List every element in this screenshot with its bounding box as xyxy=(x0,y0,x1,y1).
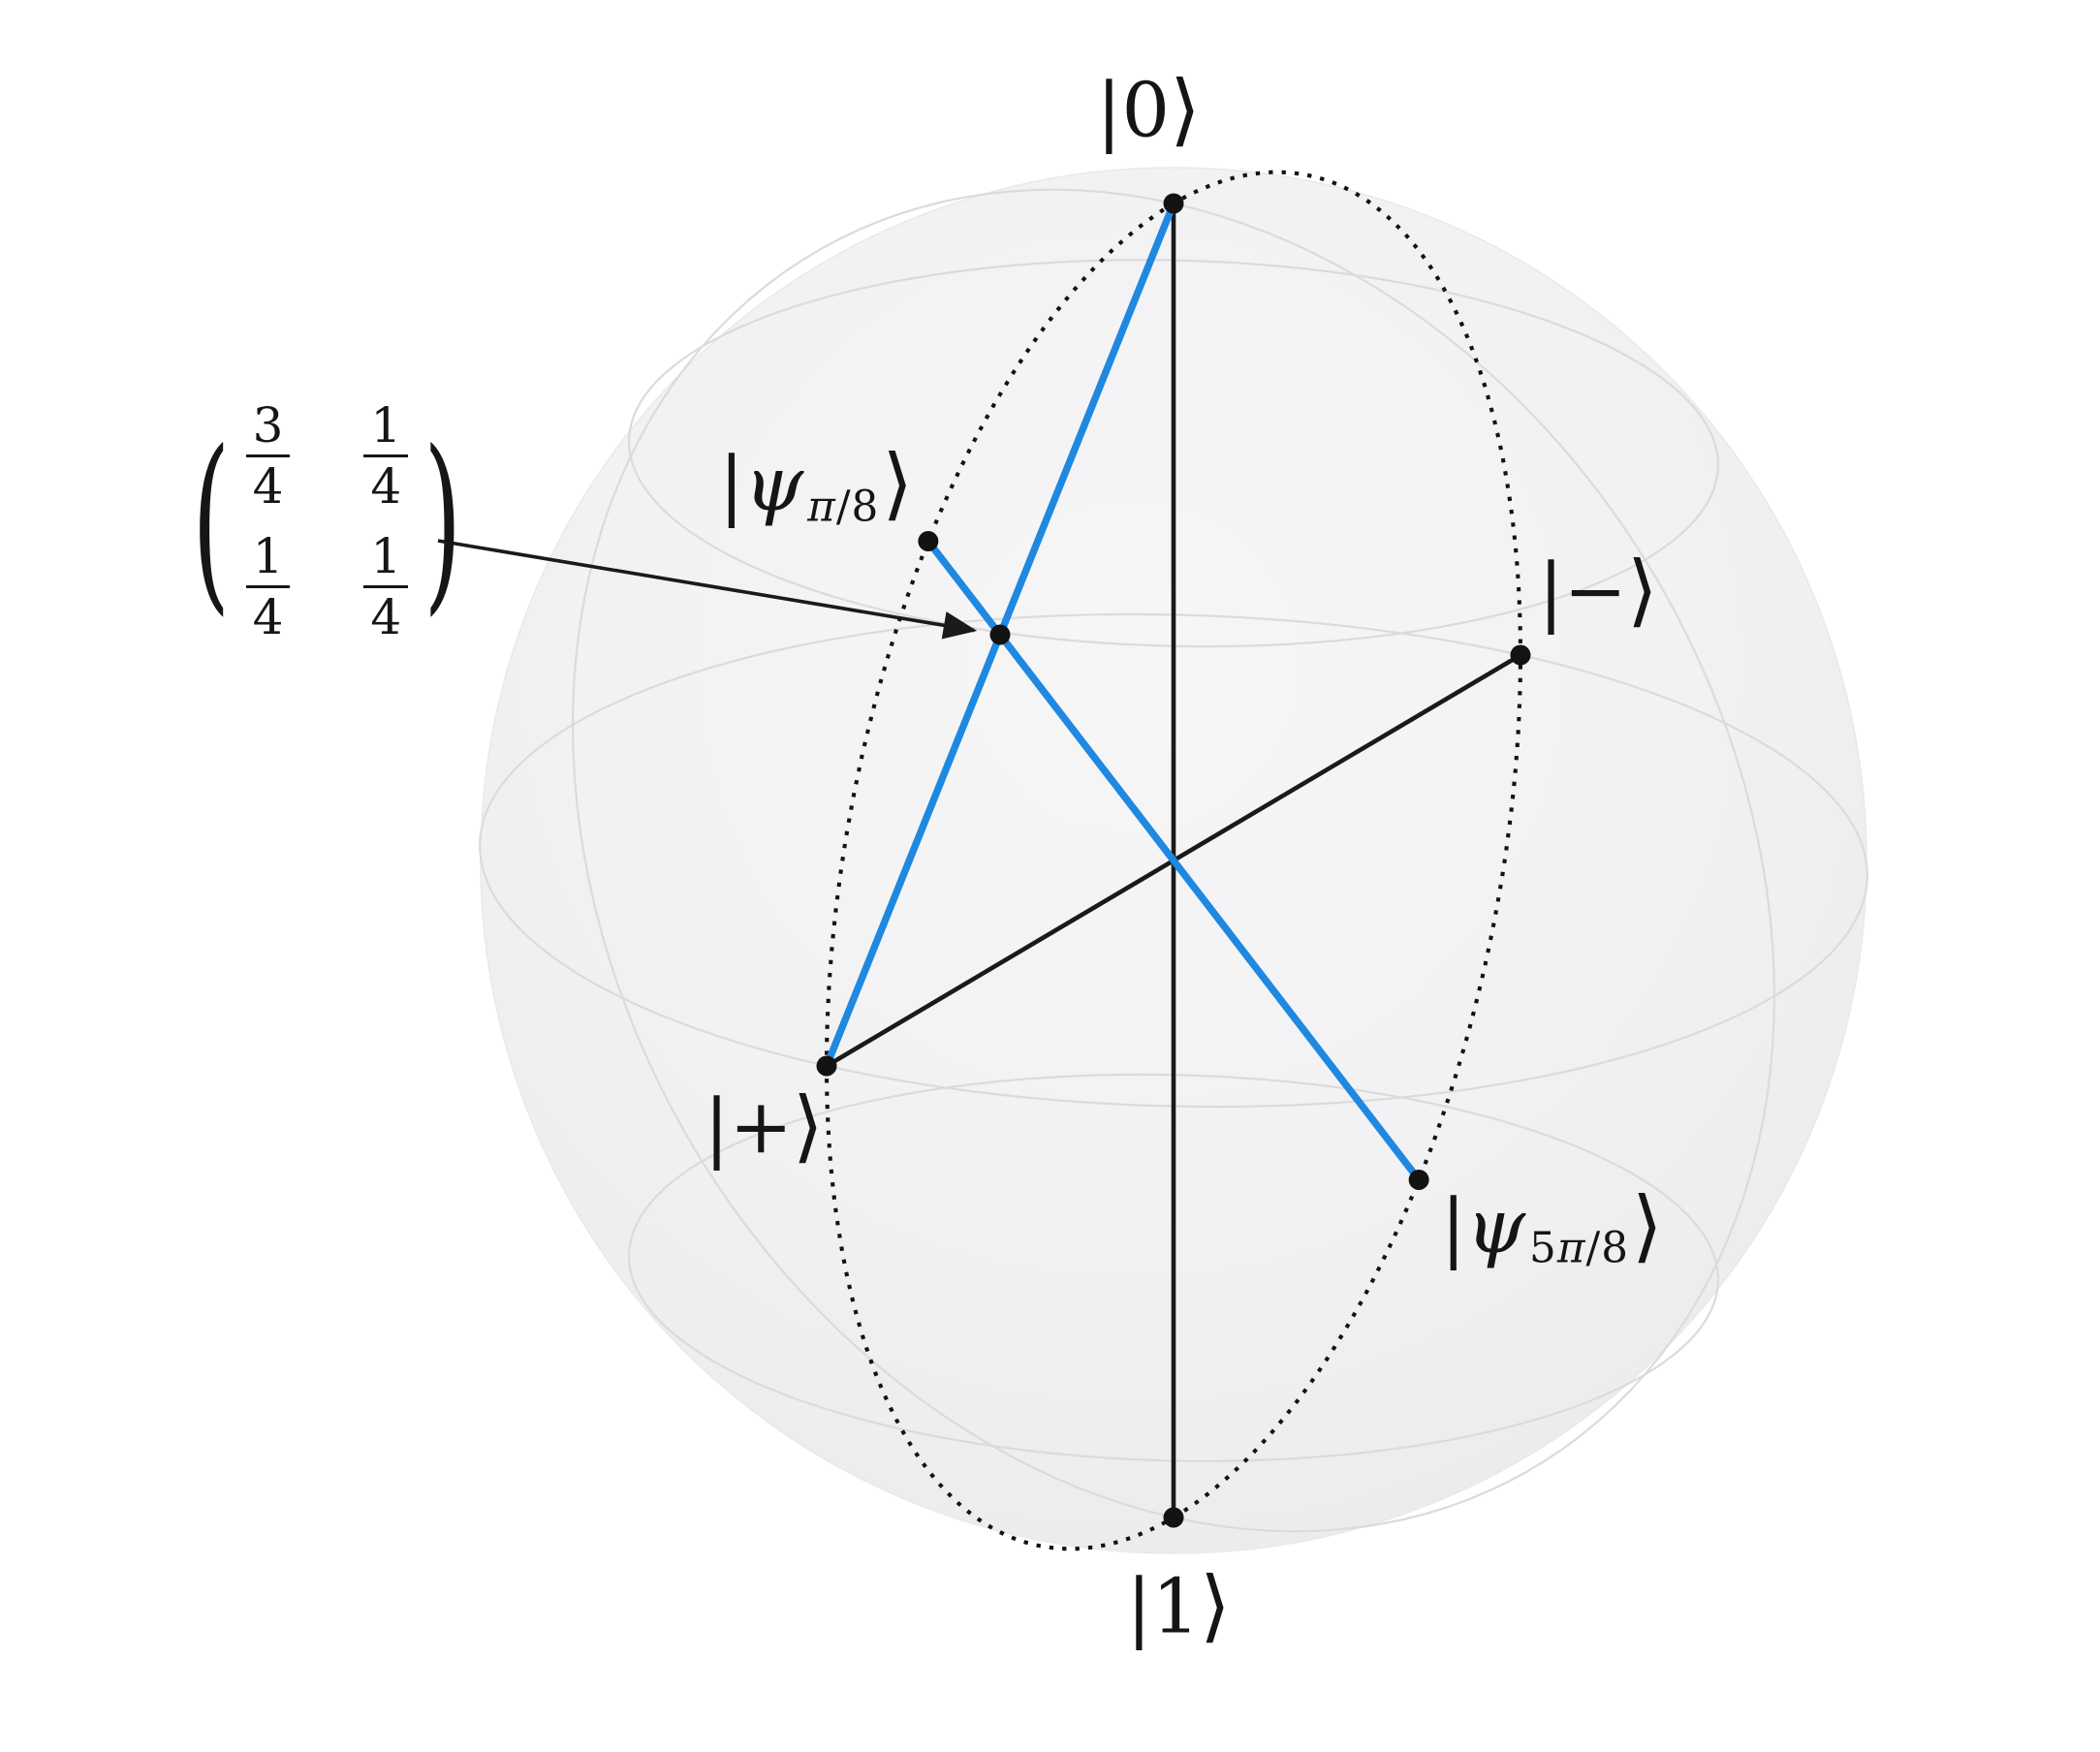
upper-latitude-ellipse xyxy=(627,259,1720,648)
matrix-entry-11-numerator: 1 xyxy=(370,528,402,584)
matrix-entry-10: 1 4 xyxy=(245,528,291,641)
state-dot-psi-5pi-8 xyxy=(1408,1170,1429,1191)
density-matrix-grid: 3 4 1 4 1 4 1 4 xyxy=(245,397,409,641)
matrix-paren-left: ( xyxy=(192,409,231,633)
state-dot-minus xyxy=(1510,644,1531,666)
matrix-entry-01: 1 4 xyxy=(363,397,409,511)
matrix-paren-right: ) xyxy=(423,409,462,633)
mixture-line-psi-pi-8-psi-5pi-8 xyxy=(925,537,1423,1184)
state-dot-one xyxy=(1163,1507,1184,1528)
lower-latitude-ellipse xyxy=(627,1073,1720,1462)
state-dot-zero xyxy=(1163,193,1184,214)
annotation-arrow-group xyxy=(437,539,978,640)
state-dot-psi-pi-8 xyxy=(918,530,939,551)
matrix-entry-01-denominator: 4 xyxy=(363,454,409,511)
matrix-entry-11-denominator: 4 xyxy=(363,585,409,641)
matrix-entry-10-denominator: 4 xyxy=(245,585,291,641)
state-dots-group xyxy=(816,193,1531,1528)
matrix-entry-11: 1 4 xyxy=(363,528,409,641)
matrix-entry-00-denominator: 4 xyxy=(245,454,291,511)
matrix-entry-01-numerator: 1 xyxy=(370,397,402,454)
matrix-entry-00-numerator: 3 xyxy=(252,397,284,454)
state-dot-plus xyxy=(816,1055,837,1077)
mixed-state-dot xyxy=(989,624,1011,645)
density-matrix-annotation: ( 3 4 1 4 1 4 1 4 ) xyxy=(188,401,466,641)
density-matrix-arrow xyxy=(437,539,978,640)
matrix-entry-00: 3 4 xyxy=(245,397,291,511)
matrix-entry-10-numerator: 1 xyxy=(252,528,284,584)
